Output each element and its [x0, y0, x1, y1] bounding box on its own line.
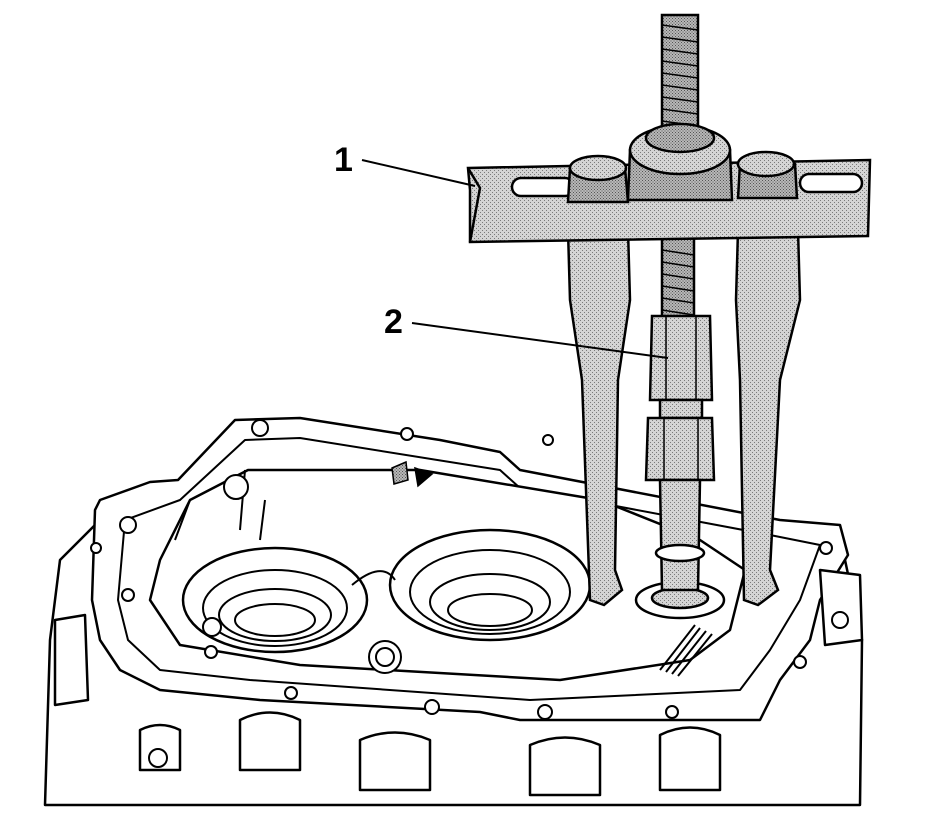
transmission-case-icon — [43, 416, 864, 807]
snap-ring-groove — [659, 624, 713, 677]
flange-bolt-holes — [90, 419, 833, 768]
callout-label-2: 2 — [384, 303, 403, 341]
threaded-rod-icon — [660, 13, 700, 135]
puller-bar-icon — [466, 122, 872, 244]
callout-leaders — [361, 159, 669, 359]
coupling-nut-icon — [644, 314, 716, 592]
direction-arrow-icon — [391, 460, 434, 488]
callout-label-1: 1 — [334, 141, 353, 179]
lower-threaded-rod — [660, 236, 696, 320]
puller-jaw-right — [734, 228, 802, 607]
puller-jaw-left — [566, 228, 632, 607]
